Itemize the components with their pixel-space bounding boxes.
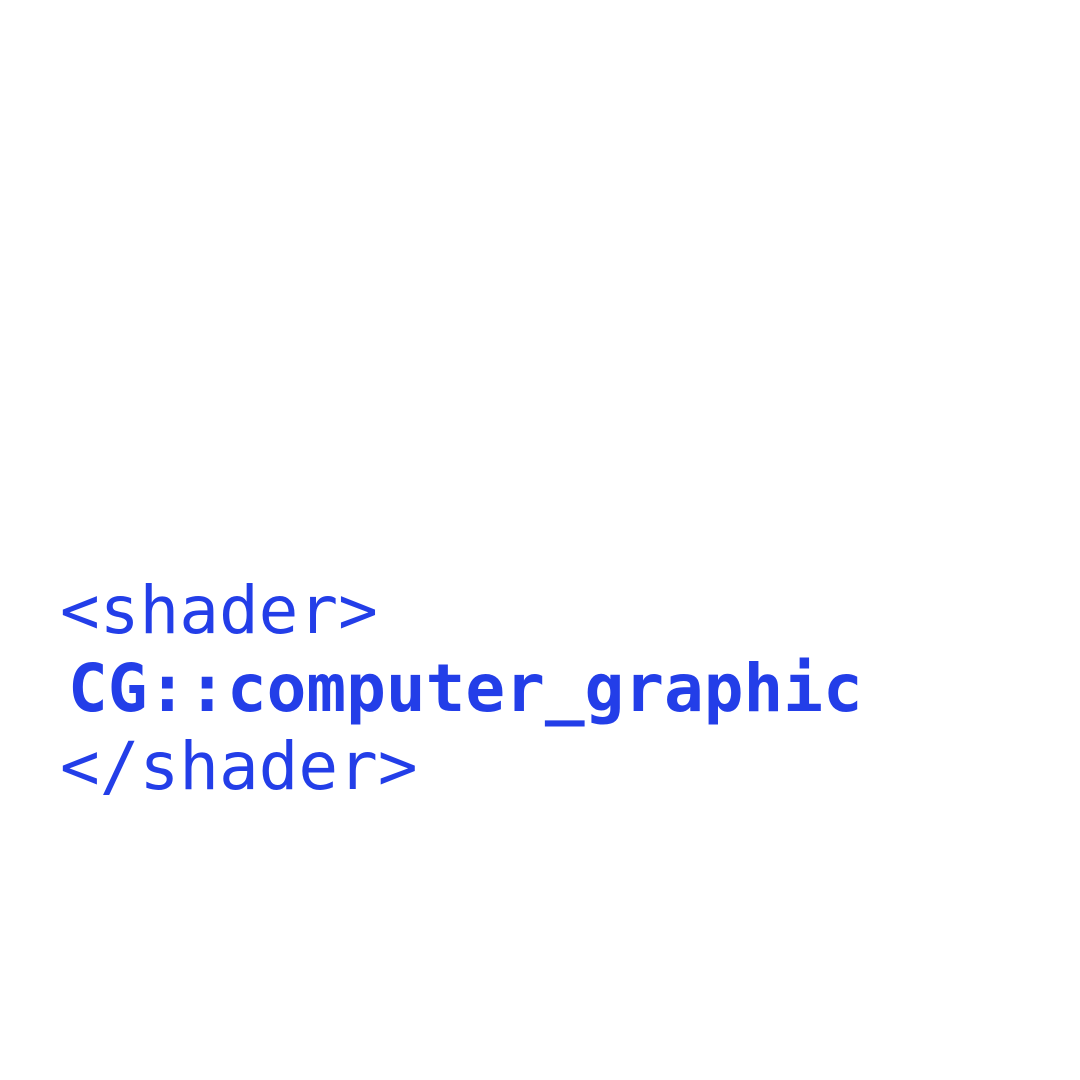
code-snippet: <shader> CG::computer_graphic </shader> — [60, 572, 863, 806]
closing-shader-tag: </shader> — [60, 728, 418, 805]
opening-shader-tag: <shader> — [60, 572, 378, 649]
computer-graphic-label: CG::computer_graphic — [68, 650, 863, 727]
